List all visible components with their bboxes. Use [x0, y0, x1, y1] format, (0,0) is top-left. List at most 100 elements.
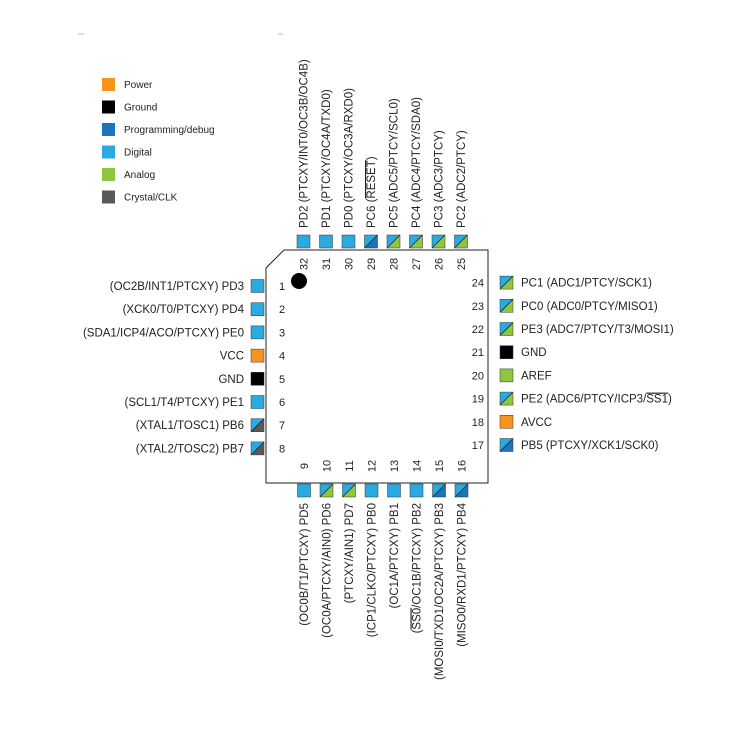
pin-number-27: 27: [411, 258, 423, 270]
pin-number-10: 10: [322, 460, 334, 472]
pin-label-5: GND: [218, 374, 244, 386]
legend-label-analog: Analog: [124, 170, 155, 181]
pin-label-29: PC6 (RESET): [366, 156, 378, 228]
pin-label-18: AVCC: [521, 417, 552, 429]
pin1-marker-dot: [291, 273, 307, 289]
legend-label-power: Power: [124, 80, 153, 91]
pin-label-post-19: ): [668, 394, 672, 406]
pin-number-32: 32: [299, 258, 311, 270]
pin-number-2: 2: [279, 304, 285, 316]
legend: PowerGroundProgramming/debugDigitalAnalo…: [102, 78, 215, 204]
pin-label-pre-29: PC6 (: [366, 198, 378, 228]
legend-label-digital: Digital: [124, 148, 152, 159]
pin-number-28: 28: [389, 258, 401, 270]
pin-number-13: 13: [389, 460, 401, 472]
pin-label-16: (MISO0/RXD1/PTCXY) PB4: [457, 502, 469, 646]
pin-number-18: 18: [472, 417, 484, 429]
pin-square-27: [409, 234, 423, 249]
pin-number-11: 11: [344, 460, 356, 471]
pin-label-21: GND: [521, 347, 547, 359]
pin-square-9: [297, 483, 311, 498]
pin-square-21: [499, 345, 514, 359]
legend-label-ground: Ground: [124, 103, 157, 114]
pin-number-25: 25: [456, 258, 468, 270]
pin-label-26: PC3 (ADC3/PTCY): [434, 130, 446, 228]
pin-number-23: 23: [472, 301, 484, 313]
pin-label-9: (OC0B/T1/PTCXY) PD5: [299, 503, 311, 626]
pin-number-1: 1: [279, 281, 285, 293]
pin-number-9: 9: [299, 463, 311, 469]
pin-label-28: PC5 (ADC5/PTCY/SCL0): [389, 98, 401, 228]
pin-square-31: [319, 234, 333, 249]
pin-label-25: PC2 (ADC2/PTCY): [456, 130, 468, 228]
pin-square-32: [296, 234, 311, 249]
pin-label-3: (SDA1/ICP4/ACO/PTCXY) PE0: [83, 327, 244, 339]
pin-square-23: [499, 299, 514, 313]
pin-number-21: 21: [472, 347, 484, 359]
pin-square-18: [499, 415, 514, 429]
pin-square-12: [364, 483, 379, 498]
pin-square-6: [250, 395, 265, 409]
pin-square-7: [250, 418, 265, 432]
pin-square-17: [499, 438, 514, 452]
pin-label-10: (OC0A/PTCXY/AIN0) PD6: [322, 503, 334, 638]
pin-label-23: PC0 (ADC0/PTCY/MISO1): [521, 301, 658, 313]
pin-label-31: PD1 (PTCXY/OC4A/TXD0): [321, 89, 333, 228]
pin-label-15: (MOSI0/TXD1/OC2A/PTCXY) PB3: [434, 503, 446, 680]
pin-number-19: 19: [472, 394, 484, 406]
pin-number-7: 7: [279, 420, 285, 432]
legend-swatch-analog: [102, 168, 115, 181]
legend-swatch-digital: [102, 145, 115, 159]
pin-label-overline-29: RESET: [366, 160, 378, 198]
pin-label-4: VCC: [220, 351, 244, 363]
pin-number-29: 29: [366, 258, 378, 270]
legend-label-prog: Programming/debug: [124, 125, 215, 136]
pin-square-16: [454, 483, 469, 498]
pin-label-17: PB5 (PTCXY/XCK1/SCK0): [521, 440, 659, 452]
pin-number-17: 17: [472, 440, 484, 452]
pin-square-29: [364, 234, 378, 249]
pin-square-4: [250, 348, 265, 363]
pin-square-2: [250, 302, 265, 316]
legend-swatch-clk: [102, 190, 115, 204]
pin-square-8: [250, 441, 265, 456]
pin-number-8: 8: [279, 443, 285, 455]
pin-square-22: [499, 322, 514, 336]
chip-body: [265, 249, 489, 484]
pin-square-20: [499, 368, 514, 383]
pin-square-24: [499, 275, 514, 290]
pin-label-14: (SS0/OC1B/PTCXY) PB2: [412, 503, 424, 633]
pin-label-27: PC4 (ADC4/PTCY/SDA0): [411, 97, 423, 228]
pin-number-5: 5: [279, 374, 285, 386]
pin-label-overline-14: SS0: [412, 608, 424, 630]
pin-number-20: 20: [472, 370, 484, 382]
pin-label-11: (PTCXY/AIN1) PD7: [344, 503, 356, 603]
pin-square-10: [319, 483, 334, 498]
pin-square-11: [342, 483, 356, 498]
pin-square-3: [250, 325, 265, 340]
pin-square-28: [386, 234, 401, 249]
pin-label-post-29: ): [366, 156, 378, 160]
pin-square-19: [499, 391, 514, 406]
pin-number-24: 24: [472, 278, 484, 290]
pin-square-25: [454, 234, 468, 249]
pin-label-overline-19: SS1: [646, 394, 668, 406]
pin-square-5: [250, 372, 265, 386]
pin-label-22: PE3 (ADC7/PTCY/T3/MOSI1): [521, 324, 674, 336]
pin-number-6: 6: [279, 397, 285, 409]
pin-label-30: PD0 (PTCXY/OC3A/RXD0): [344, 88, 356, 228]
pin-number-4: 4: [279, 351, 285, 363]
legend-label-clk: Crystal/CLK: [124, 193, 178, 204]
pin-number-12: 12: [367, 460, 379, 472]
pin-square-26: [431, 234, 446, 249]
pin-label-13: (OC1A/PTCXY) PB1: [389, 503, 401, 608]
pin-square-1: [250, 279, 265, 293]
pin-label-1: (OC2B/INT1/PTCXY) PD3: [110, 281, 244, 293]
pin-square-13: [387, 483, 401, 498]
pin-label-2: (XCK0/T0/PTCXY) PD4: [123, 304, 245, 316]
pin-square-14: [409, 483, 424, 498]
pin-number-3: 3: [279, 327, 285, 339]
pin-label-6: (SCL1/T4/PTCXY) PE1: [124, 397, 244, 409]
pin-number-26: 26: [434, 258, 446, 270]
